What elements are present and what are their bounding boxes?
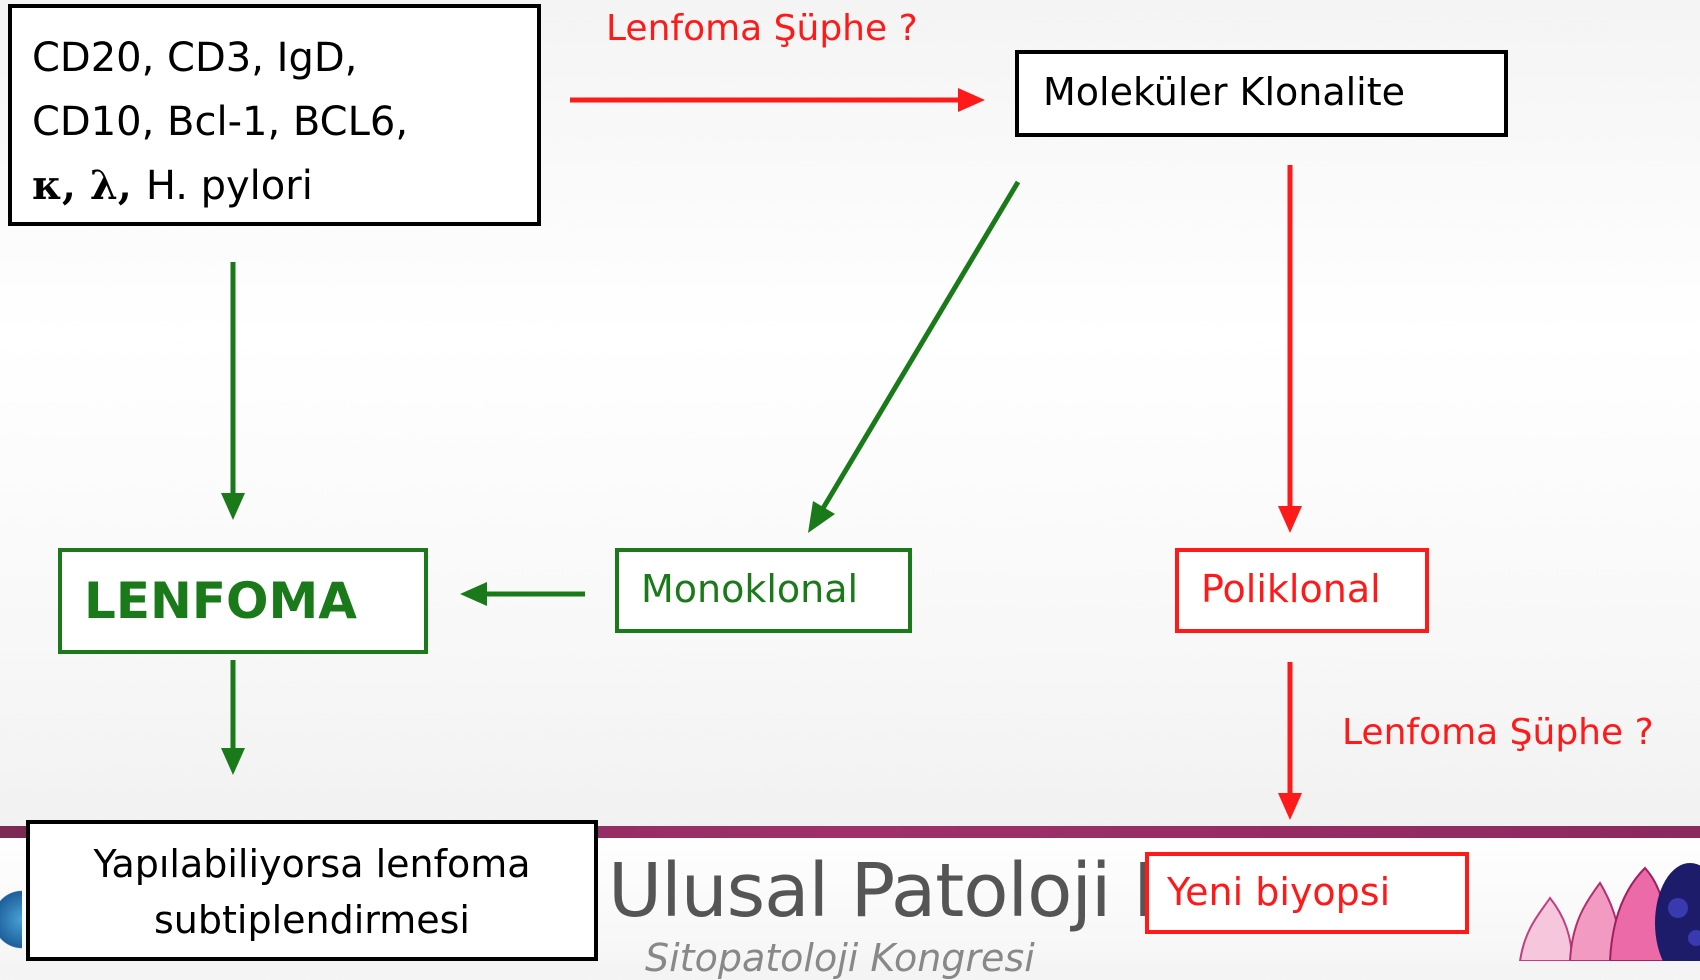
marker-line-3: κ, λ, H. pylori <box>32 154 537 218</box>
poliklonal-label: Poliklonal <box>1201 567 1381 611</box>
marker-panel-box: CD20, CD3, IgD, CD10, Bcl-1, BCL6, κ, λ,… <box>8 4 541 226</box>
new-biopsy-box: Yeni biyopsi <box>1145 852 1469 934</box>
subtype-box: Yapılabiliyorsa lenfoma subtiplendirmesi <box>26 820 598 961</box>
arrow-molecular-to-monoklonal <box>819 180 1021 512</box>
lenfoma-box: LENFOMA <box>58 548 428 654</box>
monoklonal-label: Monoklonal <box>641 567 859 611</box>
marker-line-1: CD20, CD3, IgD, <box>32 35 358 81</box>
marker-line-2: CD10, Bcl-1, BCL6, <box>32 99 409 145</box>
arrow-head <box>958 88 985 112</box>
arrow-head <box>1278 793 1302 820</box>
footer-title: Ulusal Patoloji K <box>608 848 1182 934</box>
monoklonal-box: Monoklonal <box>615 548 912 633</box>
suspect-label-top: Lenfoma Şüphe ? <box>606 8 918 49</box>
arrow-head <box>1278 506 1302 533</box>
kappa-lambda-symbols: κ, λ, <box>32 162 132 209</box>
molecular-clonality-label: Moleküler Klonalite <box>1043 70 1406 114</box>
arrow-head <box>808 501 835 533</box>
new-biopsy-label: Yeni biyopsi <box>1167 870 1391 914</box>
arrow-head <box>221 493 245 520</box>
cell-illustration-icon <box>1518 863 1700 961</box>
suspect-label-right: Lenfoma Şüphe ? <box>1342 712 1654 753</box>
subtype-line-2: subtiplendirmesi <box>154 898 470 942</box>
arrow-head <box>460 582 487 606</box>
arrow-head <box>221 748 245 775</box>
lenfoma-label: LENFOMA <box>84 572 357 630</box>
hpylori-text: H. pylori <box>145 163 313 209</box>
poliklonal-box: Poliklonal <box>1175 548 1429 633</box>
subtype-line-1: Yapılabiliyorsa lenfoma <box>93 842 531 886</box>
molecular-clonality-box: Moleküler Klonalite <box>1015 50 1508 137</box>
congress-logo-icon <box>0 878 22 961</box>
